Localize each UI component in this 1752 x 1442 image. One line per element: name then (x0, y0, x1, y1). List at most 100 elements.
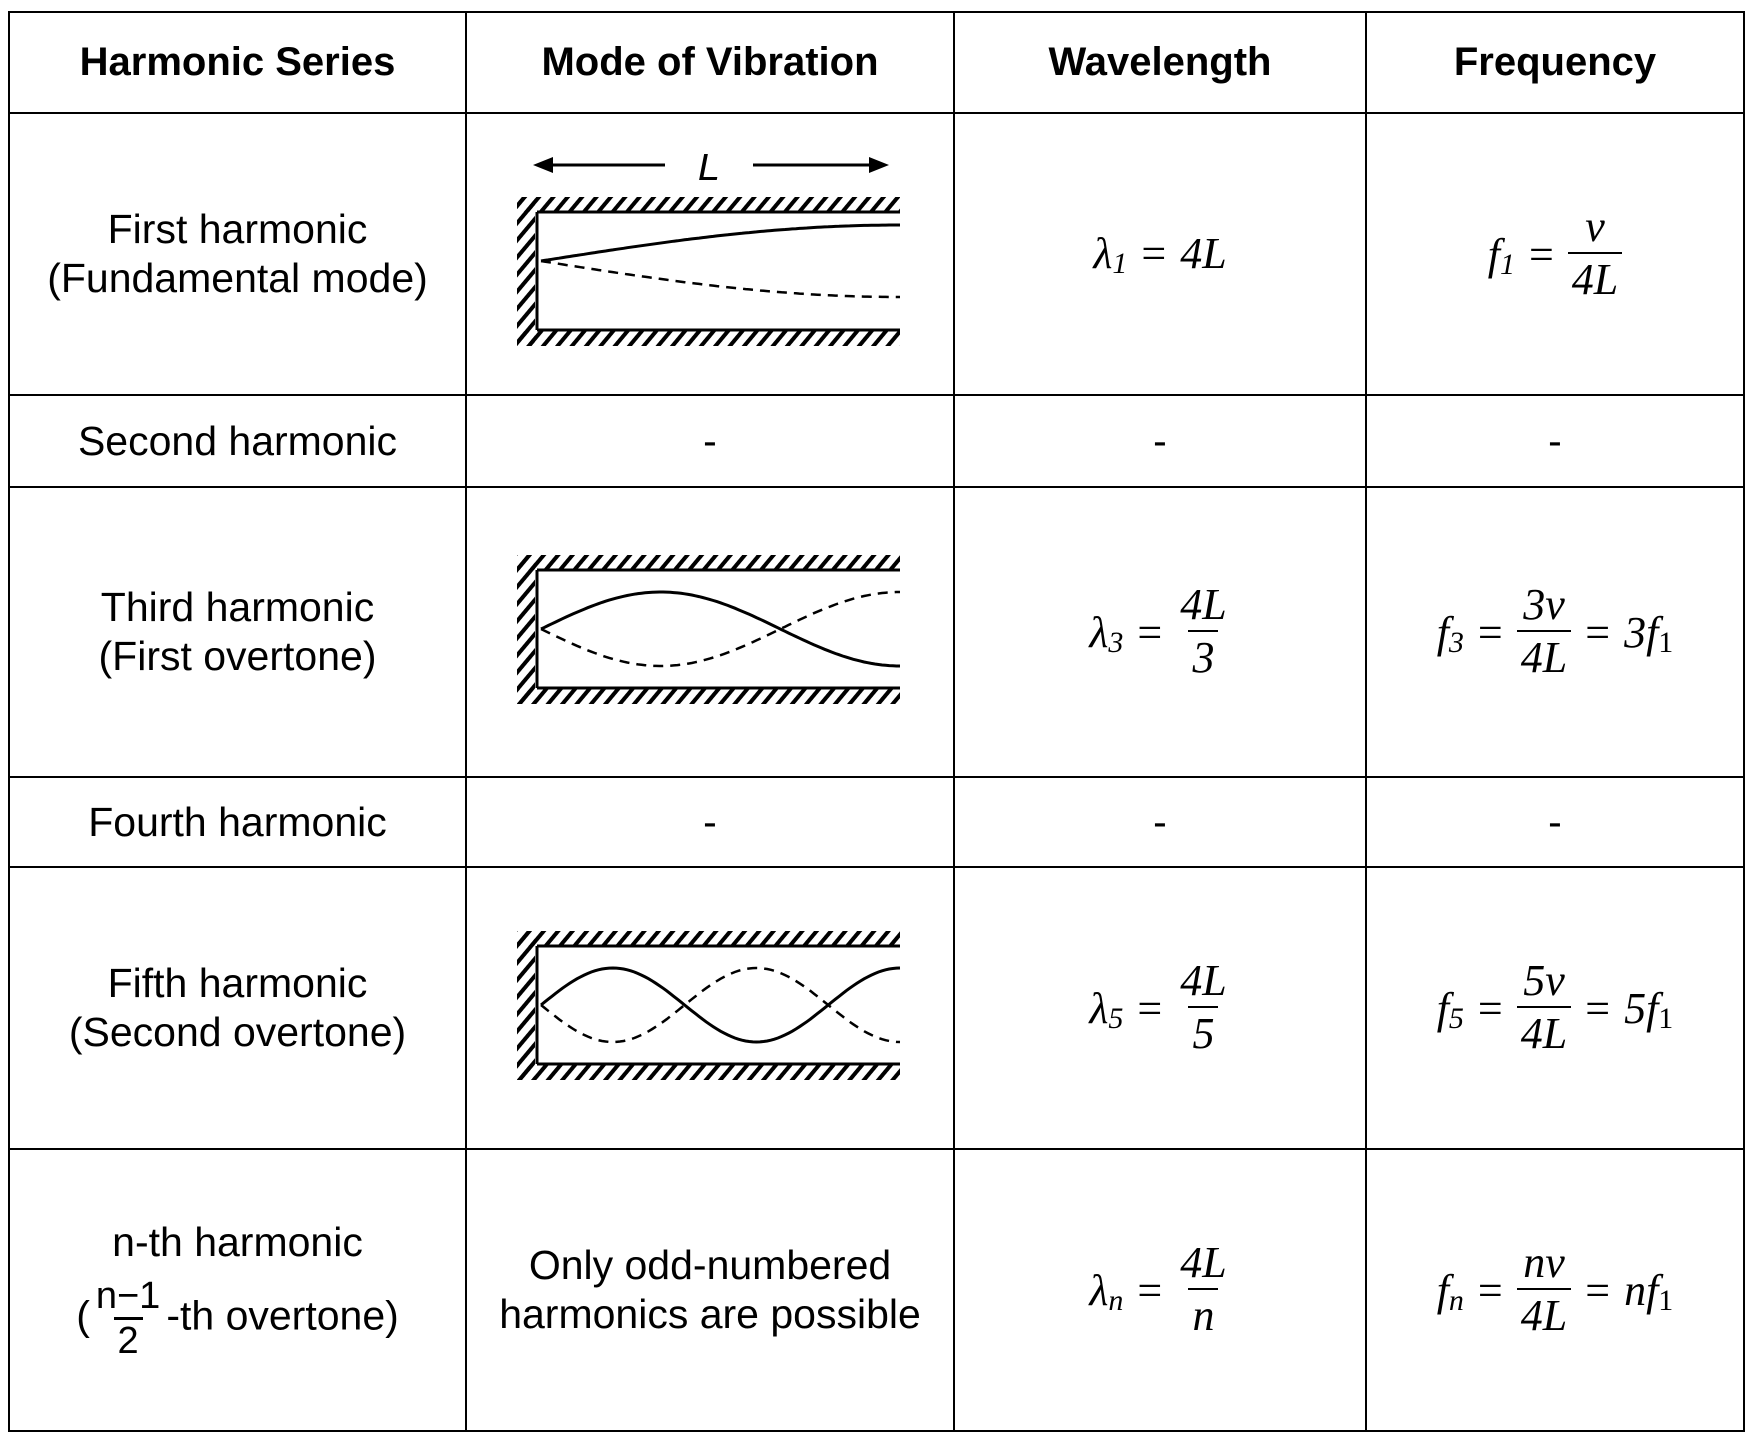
empty-dash: - (703, 417, 717, 464)
hatch-top (517, 555, 900, 570)
equals-sign: = (1477, 983, 1503, 1033)
hatch-top (517, 931, 900, 946)
harmonic-label: First harmonic (107, 206, 368, 252)
paren-open: ( (76, 1292, 90, 1339)
frequency-symbol: f (1436, 983, 1449, 1033)
numerator: 5v (1523, 956, 1565, 1005)
numerator: 3v (1523, 580, 1565, 629)
table-row: Fourth harmonic - - - (8, 776, 1745, 868)
header-harmonic-series: Harmonic Series (8, 11, 467, 114)
frequency-rhs: 3f (1624, 607, 1659, 657)
equals-sign: = (1141, 229, 1167, 278)
frequency-subscript: 5 (1448, 1001, 1464, 1035)
wavelength-subscript: n (1108, 1283, 1124, 1317)
empty-dash: - (703, 798, 717, 845)
frequency-rhs-subscript: 1 (1658, 1001, 1674, 1035)
frequency-symbol: f (1436, 1265, 1449, 1315)
frequency-symbol: f (1436, 607, 1449, 657)
numerator: n−1 (95, 1275, 161, 1317)
harmonic-series-cell: Fifth harmonic(Second overtone) (8, 866, 467, 1150)
header-row: Harmonic Series Mode of Vibration Wavele… (8, 11, 1745, 114)
tube-diagram: L (517, 154, 900, 346)
empty-dash: - (1153, 417, 1167, 464)
harmonic-label: (First overtone) (98, 633, 377, 679)
table-row: Second harmonic - - - (8, 394, 1745, 488)
frequency-rhs-subscript: 1 (1658, 625, 1674, 659)
denominator: 3 (1188, 630, 1219, 684)
wavelength-symbol: λ (1093, 229, 1113, 278)
displacement-curve-dashed (540, 590, 900, 668)
denominator: 4L (1516, 1288, 1572, 1342)
equals-sign: = (1477, 1265, 1503, 1315)
numerator: 4L (1180, 580, 1227, 629)
harmonic-series-cell: Second harmonic (8, 394, 467, 488)
hatch-bottom (517, 331, 900, 346)
mode-of-vibration-cell: - (465, 394, 955, 488)
equals-sign: = (1137, 983, 1163, 1033)
wavelength-cell: - (953, 776, 1367, 868)
harmonic-label: n-th harmonic (112, 1219, 363, 1265)
wavelength-subscript: 5 (1108, 1001, 1124, 1035)
denominator: 4L (1516, 630, 1572, 684)
overtone-suffix: -th overtone) (166, 1292, 399, 1339)
equals-sign: = (1585, 1265, 1611, 1315)
harmonic-series-cell: Fourth harmonic (8, 776, 467, 868)
mode-text: harmonics are possible (499, 1291, 921, 1337)
length-arrow (533, 157, 889, 173)
frequency-rhs: nf (1624, 1265, 1659, 1315)
wavelength-symbol: λ (1089, 607, 1109, 657)
harmonic-label: Third harmonic (100, 584, 375, 630)
numerator: 4L (1180, 956, 1227, 1005)
mode-text: Only odd-numbered (528, 1242, 892, 1288)
displacement-curve-dashed (540, 966, 901, 1044)
wavelength-cell: - (953, 394, 1367, 488)
numerator: v (1585, 202, 1605, 251)
mode-of-vibration-cell (465, 866, 955, 1150)
frequency-subscript: n (1448, 1283, 1464, 1317)
wavelength-symbol: λ (1089, 1265, 1109, 1315)
mode-of-vibration-cell: L (465, 112, 955, 396)
numerator: 4L (1180, 1238, 1227, 1287)
empty-dash: - (1548, 798, 1562, 845)
header-wavelength: Wavelength (953, 11, 1367, 114)
mode-of-vibration-cell (465, 486, 955, 778)
harmonic-series-cell: Third harmonic(First overtone) (8, 486, 467, 778)
displacement-curve-solid (540, 223, 900, 263)
frequency-subscript: 1 (1499, 247, 1515, 281)
equals-sign: = (1137, 607, 1163, 657)
harmonic-label: Second harmonic (77, 417, 398, 464)
equals-sign: = (1585, 983, 1611, 1033)
length-label: L (698, 154, 720, 189)
frequency-subscript: 3 (1448, 625, 1464, 659)
tube-diagram (517, 931, 901, 1080)
hatch-closed-end (517, 197, 535, 346)
frequency-symbol: f (1487, 229, 1500, 279)
header-frequency: Frequency (1365, 11, 1745, 114)
harmonic-series-table: Harmonic Series Mode of Vibration Wavele… (8, 11, 1745, 1432)
frequency-rhs-subscript: 1 (1658, 1283, 1674, 1317)
tube-diagram (517, 555, 900, 704)
empty-dash: - (1548, 417, 1562, 464)
wavelength-symbol: λ (1089, 983, 1109, 1033)
numerator: nv (1523, 1238, 1565, 1287)
